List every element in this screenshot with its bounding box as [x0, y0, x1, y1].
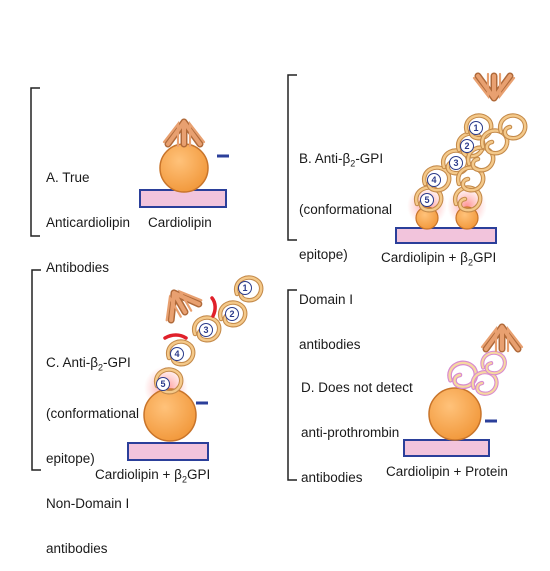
label-line: C. Anti-β2-GPI — [46, 355, 131, 373]
domain-badge-1: 1 — [469, 121, 483, 135]
antibody-icon — [482, 327, 522, 351]
svg-text:2: 2 — [464, 141, 469, 151]
panel-a-bracket — [30, 87, 40, 237]
prothrombin-icon — [450, 353, 505, 394]
panel-c: 5 4 3 2 1 — [31, 269, 261, 471]
svg-text:1: 1 — [242, 283, 247, 293]
panel-b-label: B. Anti-β2-GPI (conformational epitope) … — [299, 121, 392, 367]
label-line: anti-prothrombin — [301, 425, 400, 440]
label-line: antibodies — [46, 540, 108, 556]
svg-text:5: 5 — [160, 379, 165, 389]
domain-badge-3: 3 — [449, 156, 463, 170]
svg-text:3: 3 — [203, 325, 208, 335]
antibody-icon — [157, 283, 204, 324]
svg-text:5: 5 — [424, 195, 429, 205]
cardiolipin-ball — [455, 206, 479, 230]
domain-badge-5: 5 — [156, 377, 170, 391]
domain-badge-5: 5 — [420, 193, 434, 207]
label-line: (conformational — [299, 201, 393, 217]
panel-a-label: A. True Anticardiolipin Antibodies — [46, 140, 130, 290]
svg-text:2: 2 — [229, 309, 234, 319]
domain-badge-1: 1 — [238, 281, 252, 295]
cardiolipin-ball — [143, 388, 197, 442]
cardiolipin-surface — [127, 442, 209, 461]
svg-text:1: 1 — [473, 123, 478, 133]
label-line: B. Anti-β2-GPI — [299, 151, 384, 169]
label-line: Non-Domain I — [46, 495, 130, 511]
panel-a-caption: Cardiolipin — [148, 215, 212, 230]
cardiolipin-surface — [403, 439, 490, 457]
label-line: A. True — [46, 170, 90, 185]
domain-badge-4: 4 — [170, 347, 184, 361]
panel-b-bracket — [287, 74, 297, 241]
cardiolipin-surface — [395, 227, 497, 244]
label-line: Anticardiolipin — [46, 215, 131, 230]
label-line: Domain I — [299, 291, 354, 307]
domain-badge-3: 3 — [199, 323, 213, 337]
svg-text:3: 3 — [453, 158, 458, 168]
cardiolipin-ball — [159, 143, 209, 193]
domain-badge-4: 4 — [427, 173, 441, 187]
label-line: epitope) — [299, 246, 348, 262]
label-line: (conformational — [46, 405, 140, 421]
panel-c-bracket — [31, 269, 41, 471]
panel-d-caption: Cardiolipin + Protein — [386, 464, 508, 479]
label-line: antibodies — [301, 470, 363, 485]
diagram-canvas: 5 4 3 2 1 5 4 3 2 1 — [30, 0, 550, 481]
panel-d — [287, 289, 522, 481]
cardiolipin-ball — [415, 206, 439, 230]
panel-b-caption: Cardiolipin + β2GPI — [381, 250, 497, 268]
antibody-icon — [474, 74, 514, 98]
cardiolipin-ball — [428, 387, 482, 441]
panel-a — [30, 87, 229, 237]
domain-badge-2: 2 — [460, 139, 474, 153]
panel-d-bracket — [287, 289, 297, 481]
label-line: Antibodies — [46, 260, 110, 275]
svg-text:4: 4 — [174, 349, 179, 359]
panel-c-label: C. Anti-β2-GPI (conformational epitope) … — [46, 325, 139, 571]
panel-c-caption: Cardiolipin + β2GPI — [95, 467, 211, 485]
panel-b: 5 4 3 2 1 — [287, 74, 525, 244]
label-line: D. Does not detect — [301, 380, 413, 395]
epitope-red-mark — [210, 296, 217, 318]
antibody-icon — [164, 122, 204, 146]
label-line: antibodies — [299, 336, 361, 352]
epitope-red-mark — [163, 333, 188, 340]
domain-badge-2: 2 — [225, 307, 239, 321]
label-line: epitope) — [46, 450, 95, 466]
panel-d-label: D. Does not detect anti-prothrombin anti… — [301, 350, 413, 500]
svg-text:4: 4 — [431, 175, 436, 185]
